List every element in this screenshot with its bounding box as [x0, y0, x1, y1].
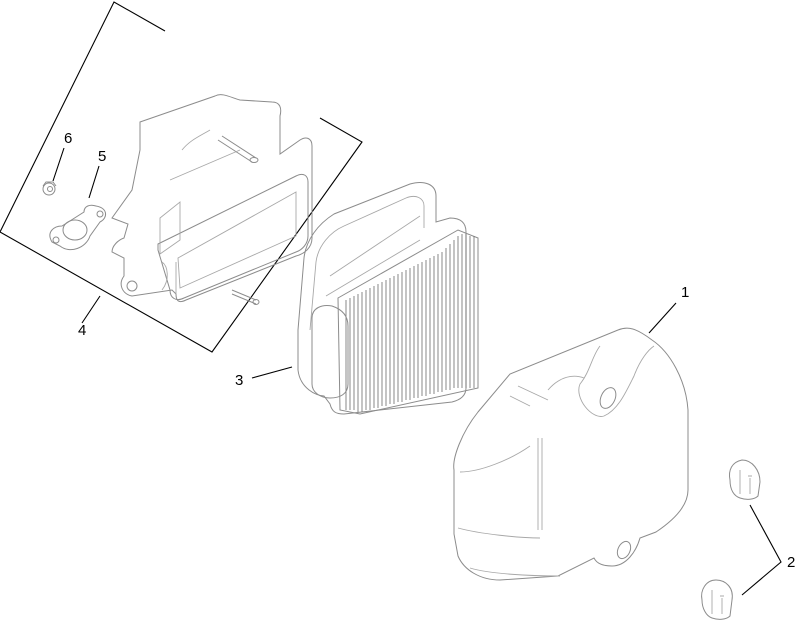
- base-assembly-part-4: [111, 94, 313, 305]
- callout-3: 3: [235, 372, 244, 389]
- callout-1: 1: [681, 284, 690, 301]
- knob-part-2-upper: [729, 459, 761, 500]
- callout-2: 2: [787, 554, 796, 571]
- filter-pleats: [345, 234, 475, 412]
- cover-part-1: [453, 327, 689, 581]
- callout-5: 5: [98, 148, 107, 165]
- air-filter-part-3: [297, 182, 479, 415]
- leader-lines: [52, 147, 782, 596]
- assembly-bracket: [0, 1, 363, 353]
- callout-4: 4: [78, 322, 87, 339]
- gasket-part-5: [49, 204, 106, 251]
- nut-part-6: [42, 181, 57, 196]
- knob-part-2-lower: [701, 579, 733, 620]
- callout-6: 6: [64, 130, 73, 147]
